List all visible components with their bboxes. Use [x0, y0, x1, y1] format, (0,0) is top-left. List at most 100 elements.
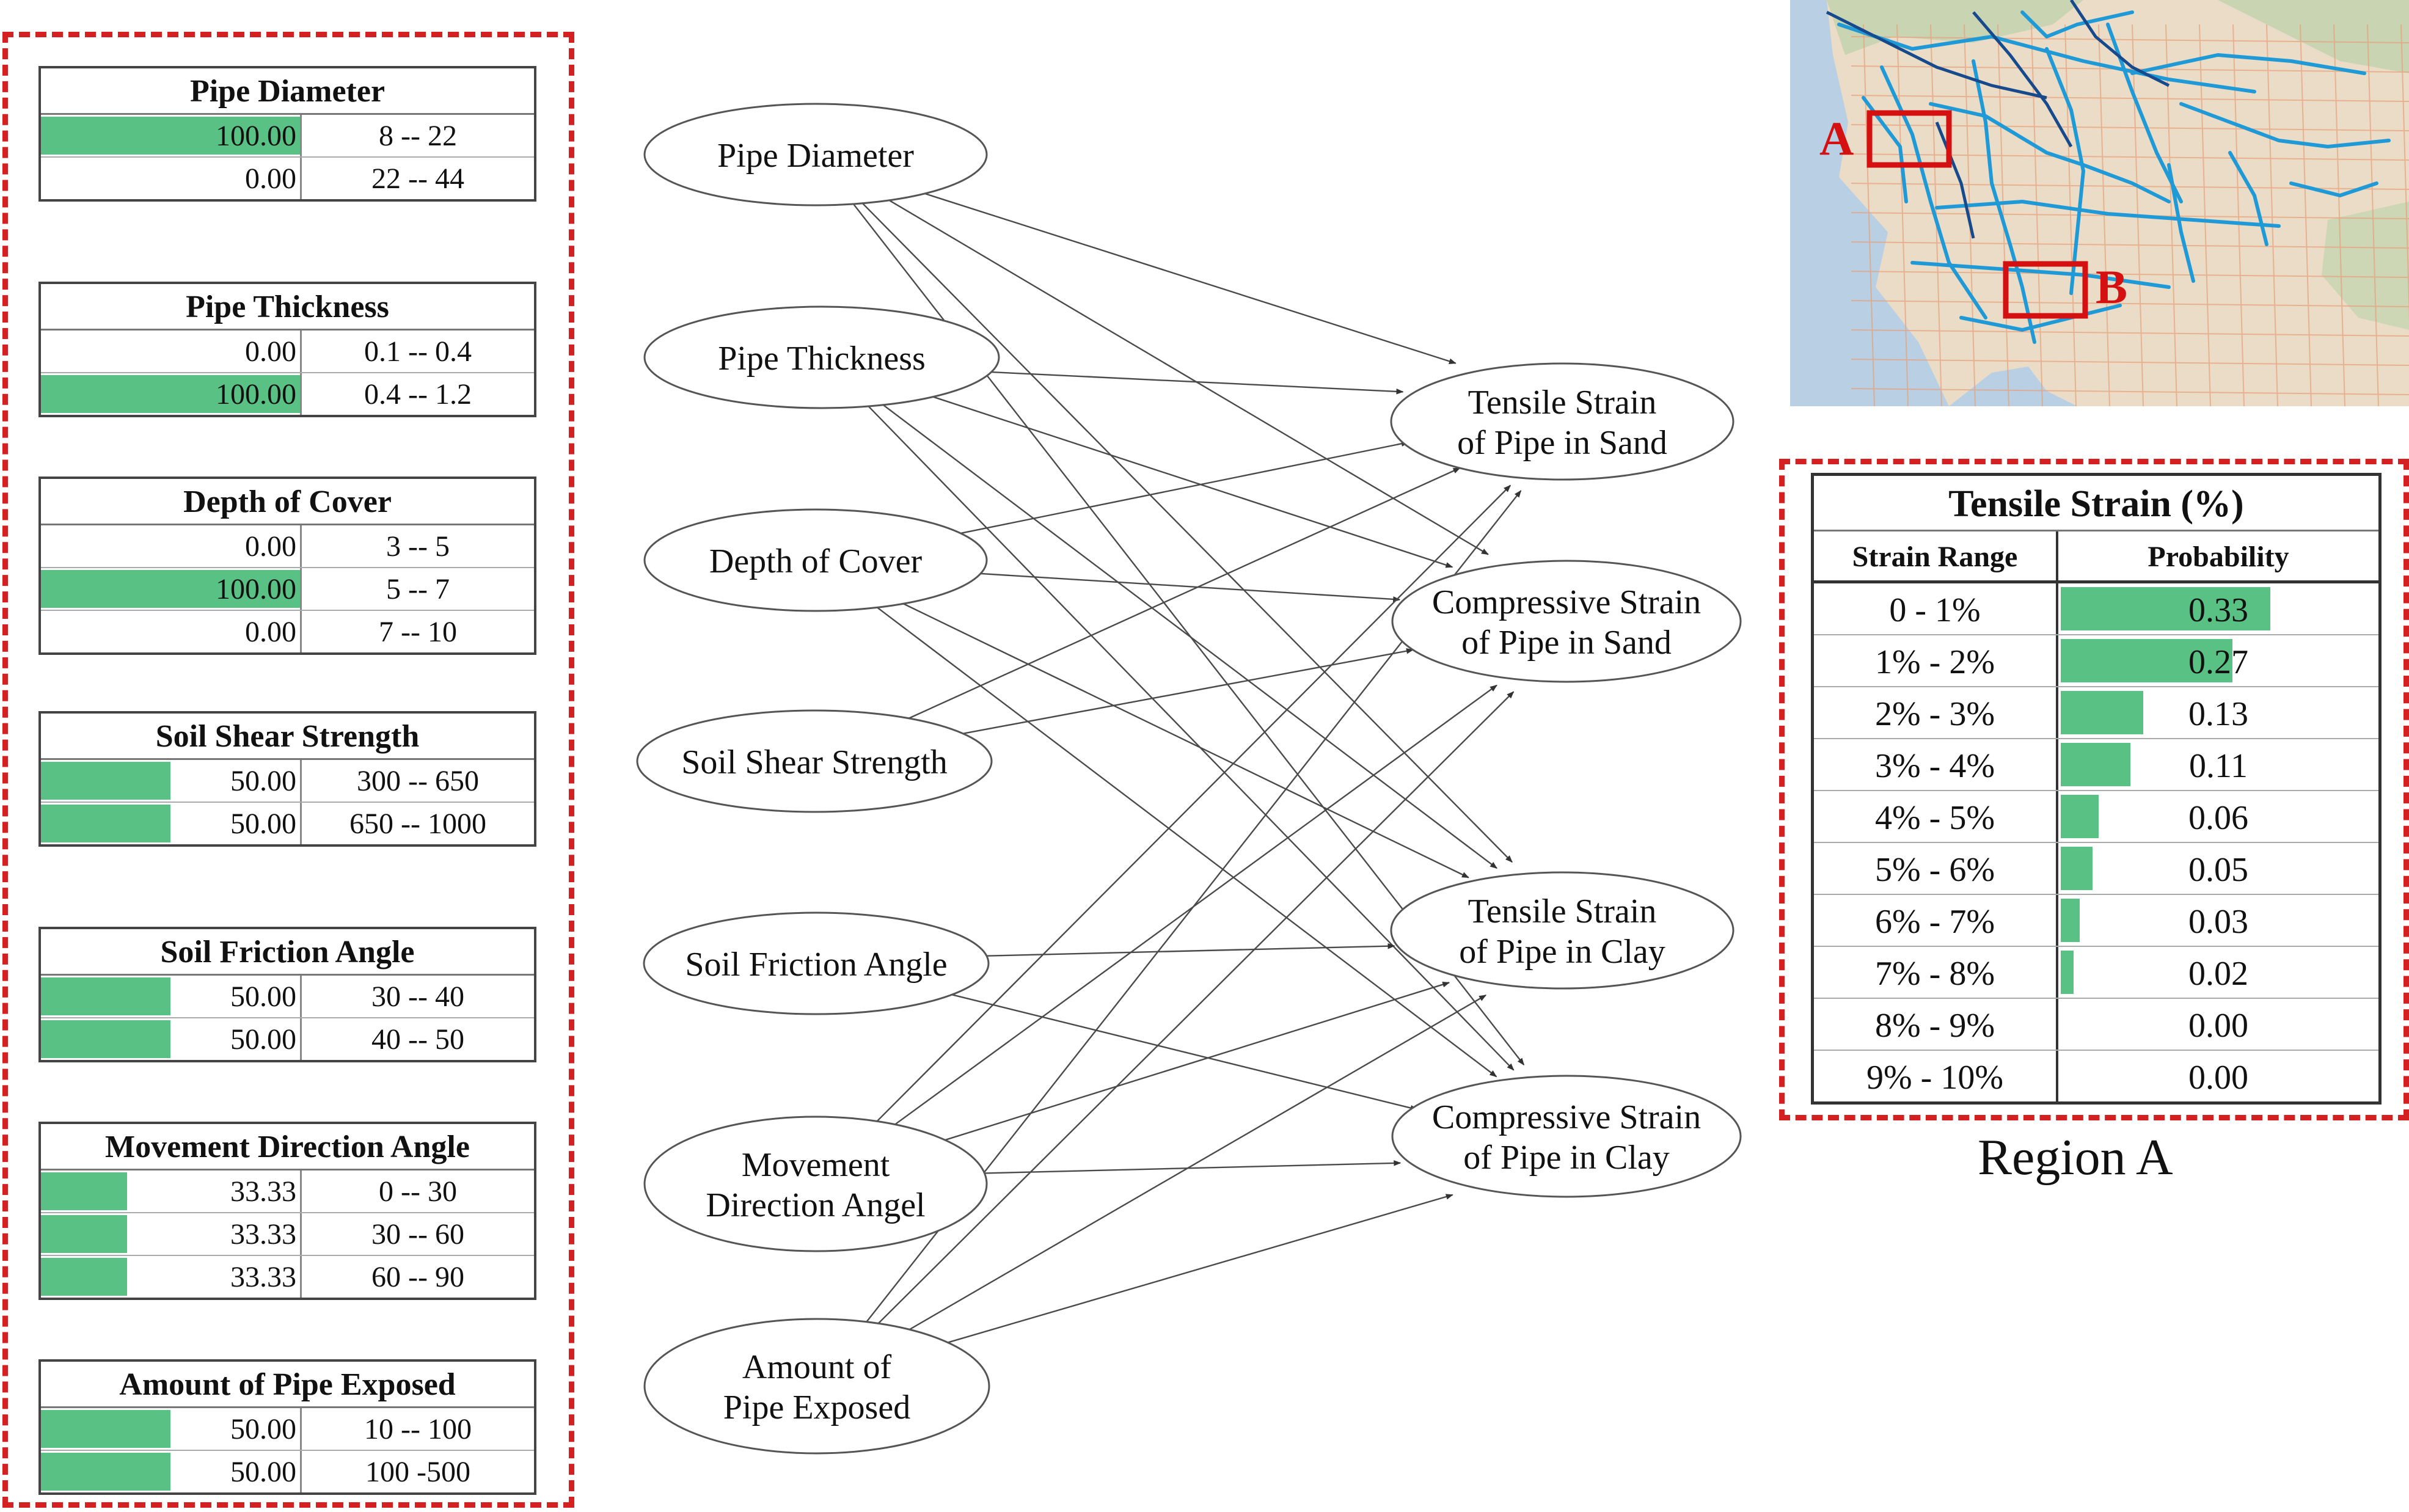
probability-bar: [41, 1020, 170, 1058]
network-edge: [945, 981, 1450, 1141]
network-node-compressive-clay: [1391, 1075, 1742, 1198]
node-label-line: Tensile Strain: [1468, 384, 1657, 422]
location-map: A B: [1790, 0, 2409, 406]
strain-range: 5% - 6%: [1814, 843, 2058, 894]
cpt-title: Soil Friction Angle: [41, 929, 534, 976]
result-row: 6% - 7%0.03: [1814, 894, 2378, 946]
probability-value: 0.00: [245, 530, 296, 563]
node-label-pipe-thickness: Pipe Thickness: [645, 338, 999, 379]
probability-value: 0.13: [2188, 695, 2248, 733]
state-range: 8 -- 22: [379, 120, 457, 152]
strain-range: 6% - 7%: [1814, 895, 2058, 946]
cpt-row: 33.33 0 -- 30: [41, 1171, 534, 1212]
state-range: 5 -- 7: [386, 573, 450, 605]
network-edge: [960, 440, 1409, 535]
cpt-title: Movement Direction Angle: [41, 1124, 534, 1171]
node-label-line: of Pipe in Clay: [1459, 933, 1665, 971]
probability-value: 0.11: [2189, 747, 2248, 785]
probability-value: 0.00: [2188, 1007, 2248, 1045]
network-edge: [924, 192, 1457, 364]
result-table-title: Tensile Strain (%): [1814, 476, 2378, 531]
probability-value: 50.00: [230, 1456, 296, 1488]
result-panel: Tensile Strain (%) Strain Range Probabil…: [1779, 459, 2409, 1120]
probability-header: Probability: [2148, 541, 2289, 573]
node-label-line: Depth of Cover: [709, 542, 923, 580]
state-range: 300 -- 650: [357, 765, 479, 797]
result-row: 2% - 3%0.13: [1814, 686, 2378, 738]
probability-bar: [2061, 899, 2080, 942]
network-node-tensile-sand: [1390, 362, 1735, 481]
network-edge: [894, 684, 1497, 1125]
state-range: 10 -- 100: [364, 1413, 472, 1445]
network-node-movement-direction-angle: [643, 1116, 988, 1252]
node-label-line: Compressive Strain: [1431, 1098, 1702, 1136]
result-row: 7% - 8%0.02: [1814, 946, 2378, 998]
cpt-title: Pipe Diameter: [41, 68, 534, 115]
strain-range: 9% - 10%: [1814, 1051, 2058, 1101]
probability-bar: [2061, 795, 2099, 838]
state-range: 3 -- 5: [386, 530, 450, 563]
network-nodes: [636, 103, 1742, 1455]
node-label-depth-of-cover: Depth of Cover: [645, 541, 987, 582]
result-row: 4% - 5% 0.06: [1814, 790, 2378, 842]
result-row: 8% - 9% 0.00: [1814, 998, 2378, 1050]
probability-value: 33.33: [230, 1218, 296, 1251]
probability-bar: [41, 1172, 128, 1210]
network-edge: [877, 607, 1497, 1078]
network-edge: [980, 572, 1401, 602]
node-label-line: Movement: [741, 1146, 890, 1184]
probability-value: 100.00: [216, 120, 296, 152]
network-edge: [888, 199, 1489, 555]
state-range: 22 -- 44: [371, 163, 464, 195]
probability-value: 50.00: [230, 981, 296, 1013]
network-node-soil-shear-strength: [636, 709, 993, 813]
probability-bar: [2061, 691, 2144, 734]
strain-range-header: Strain Range: [1814, 531, 2058, 580]
strain-range: 8% - 9%: [1814, 999, 2058, 1050]
probability-value: 0.02: [2188, 955, 2248, 993]
probability-value: 33.33: [230, 1175, 296, 1208]
probability-value: 50.00: [230, 1023, 296, 1056]
network-edge: [909, 994, 1487, 1331]
probability-value: 0.33: [2188, 591, 2248, 629]
probability-value: 33.33: [230, 1261, 296, 1293]
cpt-title: Pipe Thickness: [41, 284, 534, 331]
probability-value: 0.06: [2188, 799, 2248, 837]
network-node-depth-of-cover: [643, 508, 988, 612]
network-edge: [932, 396, 1453, 568]
probability-bar: [2061, 639, 2232, 682]
network-edge: [877, 691, 1515, 1324]
state-range: 7 -- 10: [379, 616, 457, 648]
probability-bar: [41, 805, 170, 842]
node-label-line: Compressive Strain: [1431, 583, 1702, 621]
network-edge: [991, 371, 1404, 395]
network-edge: [962, 648, 1414, 734]
node-label-soil-friction-angle: Soil Friction Angle: [644, 944, 989, 985]
strain-range: 4% - 5%: [1814, 791, 2058, 842]
network-edge: [868, 406, 1515, 1071]
state-range: 60 -- 90: [371, 1261, 464, 1293]
strain-range: 1% - 2%: [1814, 635, 2058, 686]
strain-range: 0 - 1%: [1814, 583, 2058, 634]
state-range: 0 -- 30: [379, 1175, 457, 1208]
result-table: Tensile Strain (%) Strain Range Probabil…: [1811, 473, 2382, 1105]
cpt-row: 100.00 8 -- 22: [41, 115, 534, 156]
result-row: 5% - 6%0.05: [1814, 842, 2378, 894]
